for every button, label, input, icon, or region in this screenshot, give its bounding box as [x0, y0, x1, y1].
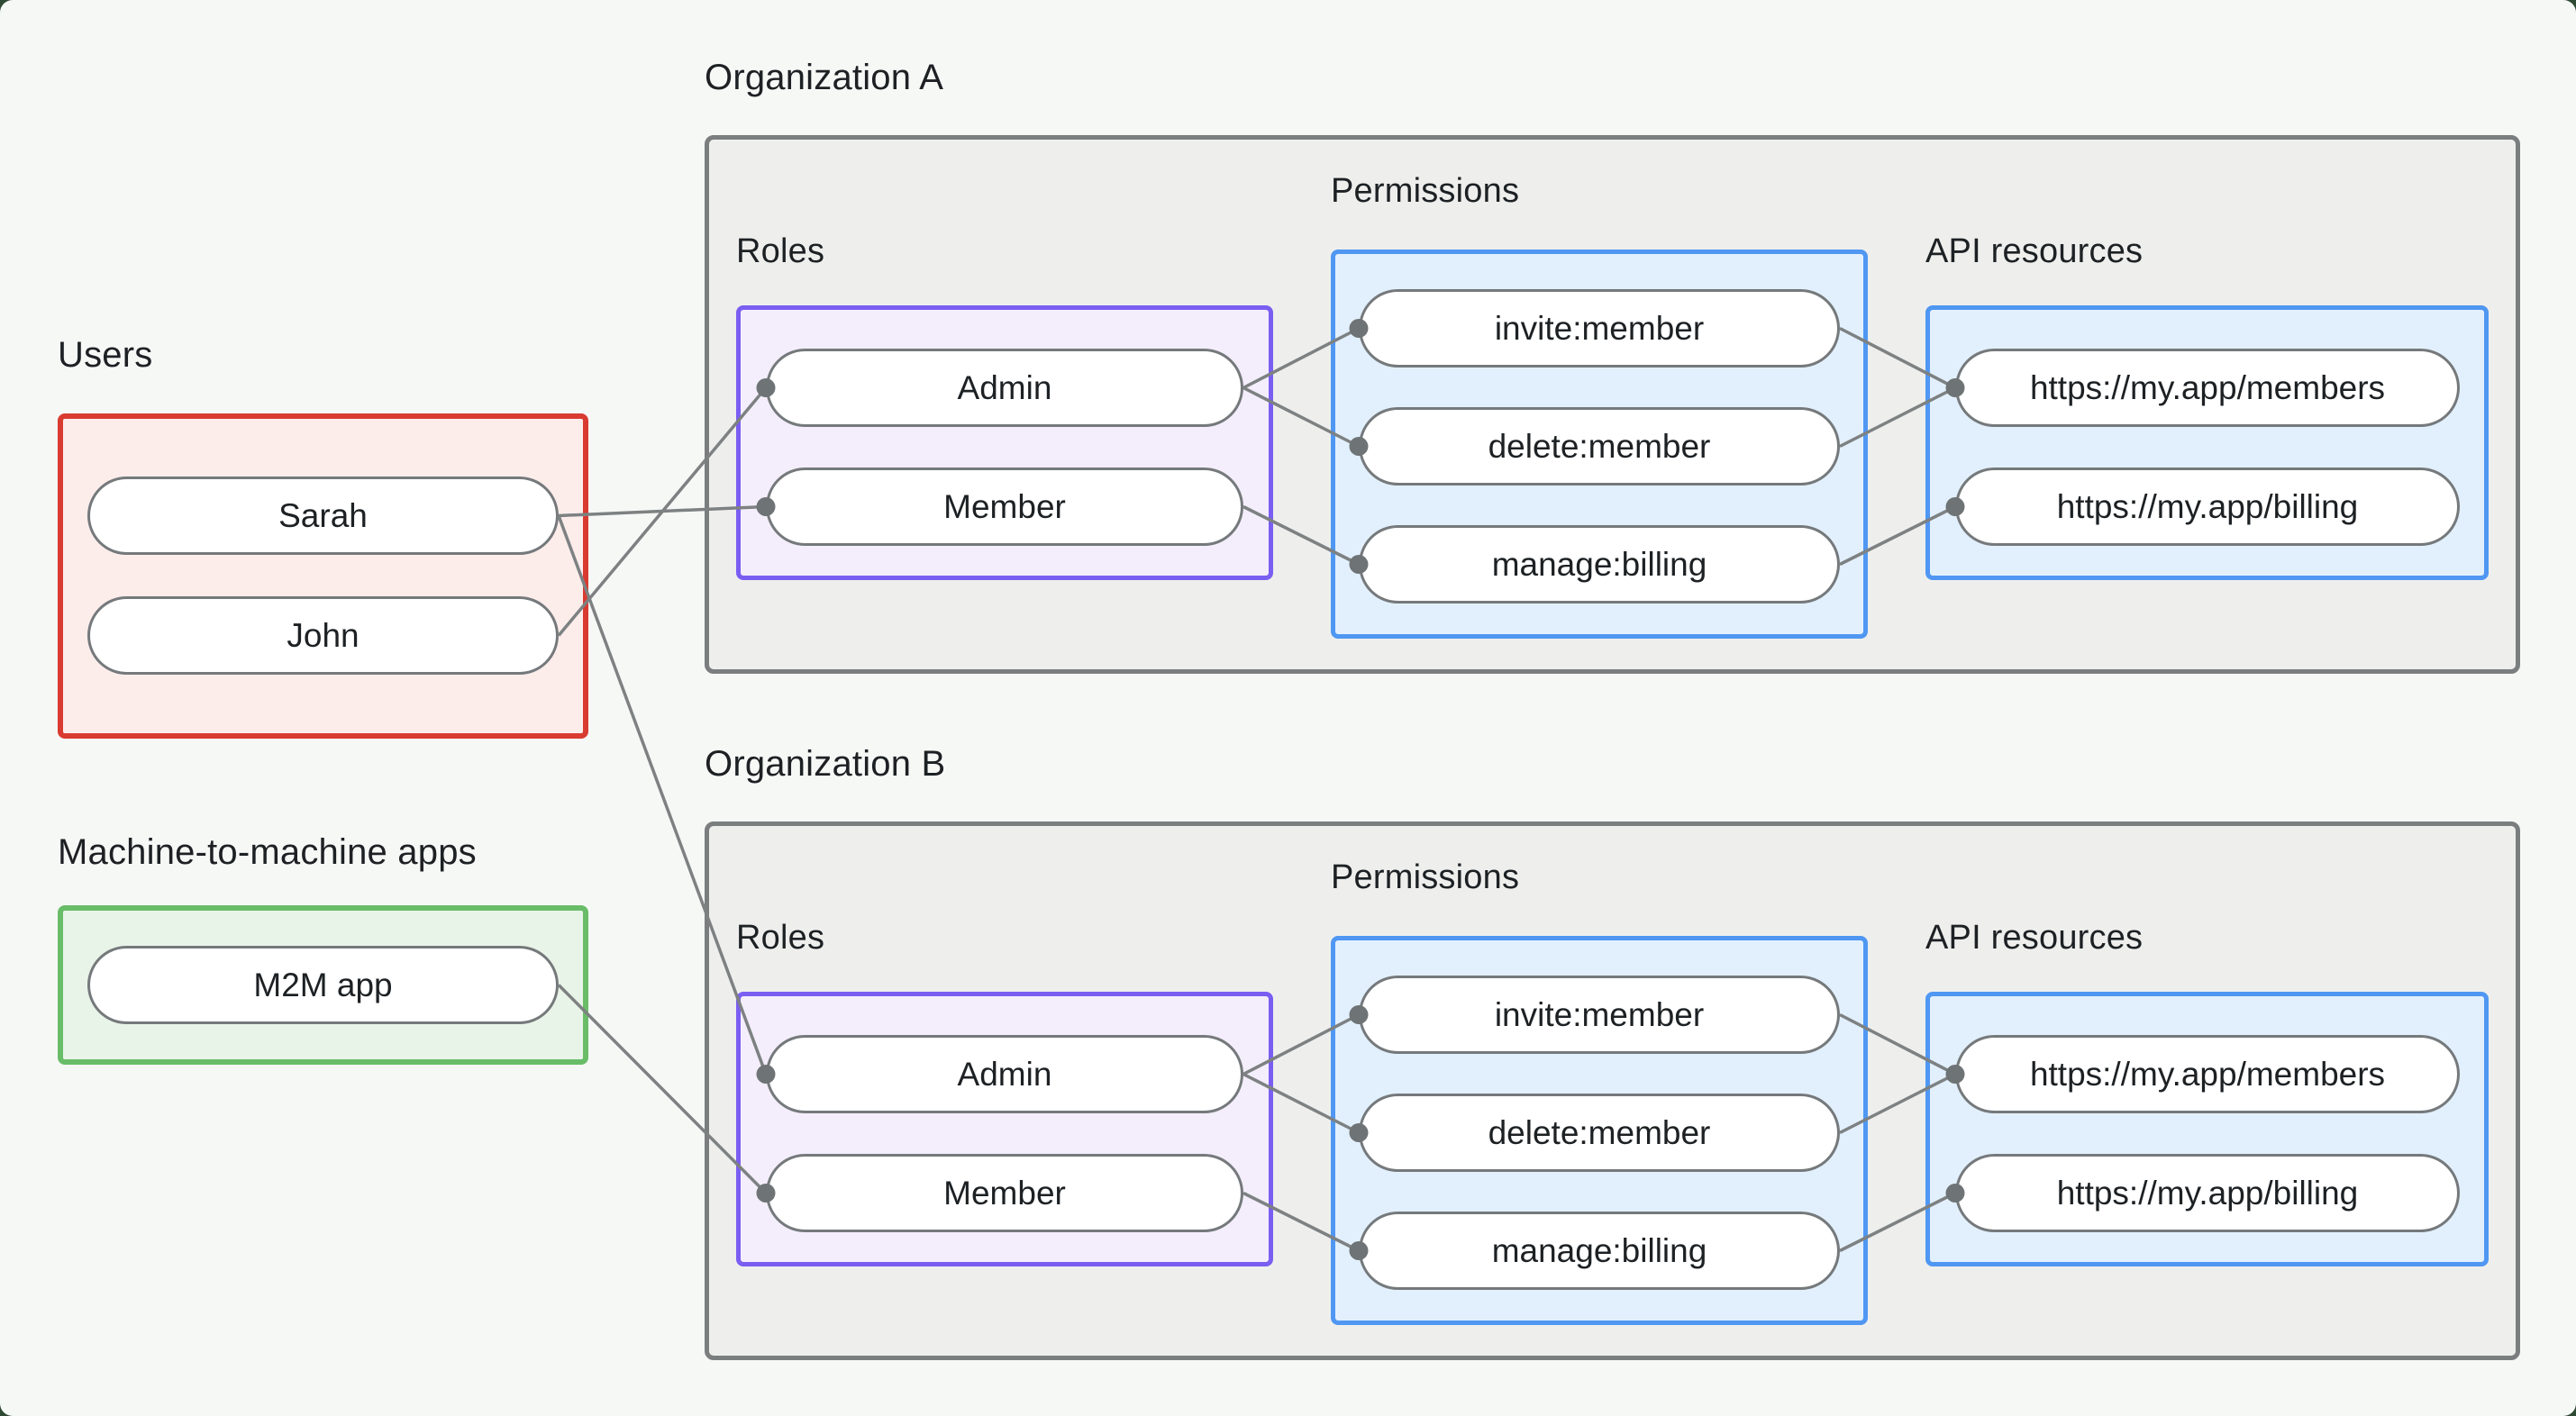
node-org-a-role-member: Member — [766, 467, 1243, 546]
node-org-a-api-billing: https://my.app/billing — [1955, 467, 2460, 546]
node-user-john: John — [87, 596, 559, 675]
org-a-roles-label: Roles — [736, 232, 825, 270]
org-b-permissions-label: Permissions — [1331, 858, 1520, 896]
node-org-a-perm-manage-billing: manage:billing — [1359, 525, 1840, 604]
org-b-api-label: API resources — [1925, 919, 2144, 957]
node-org-a-perm-invite-member: invite:member — [1359, 289, 1840, 368]
org-b-label: Organization B — [705, 744, 946, 784]
org-a-api-label: API resources — [1925, 232, 2144, 270]
node-org-b-role-admin: Admin — [766, 1035, 1243, 1113]
node-org-a-api-members: https://my.app/members — [1955, 349, 2460, 427]
node-org-b-api-members: https://my.app/members — [1955, 1035, 2460, 1113]
m2m-group-label: Machine-to-machine apps — [58, 832, 477, 872]
users-group-box — [58, 413, 588, 739]
node-m2m-app: M2M app — [87, 946, 559, 1024]
users-group-label: Users — [58, 335, 153, 375]
node-org-a-perm-delete-member: delete:member — [1359, 407, 1840, 486]
org-a-label: Organization A — [705, 58, 944, 97]
node-org-b-role-member: Member — [766, 1154, 1243, 1232]
node-org-b-api-billing: https://my.app/billing — [1955, 1154, 2460, 1232]
org-b-roles-label: Roles — [736, 919, 825, 957]
node-org-b-perm-invite-member: invite:member — [1359, 976, 1840, 1054]
org-a-permissions-label: Permissions — [1331, 172, 1520, 210]
node-org-a-role-admin: Admin — [766, 349, 1243, 427]
node-user-sarah: Sarah — [87, 477, 559, 555]
node-org-b-perm-manage-billing: manage:billing — [1359, 1212, 1840, 1290]
node-org-b-perm-delete-member: delete:member — [1359, 1094, 1840, 1172]
